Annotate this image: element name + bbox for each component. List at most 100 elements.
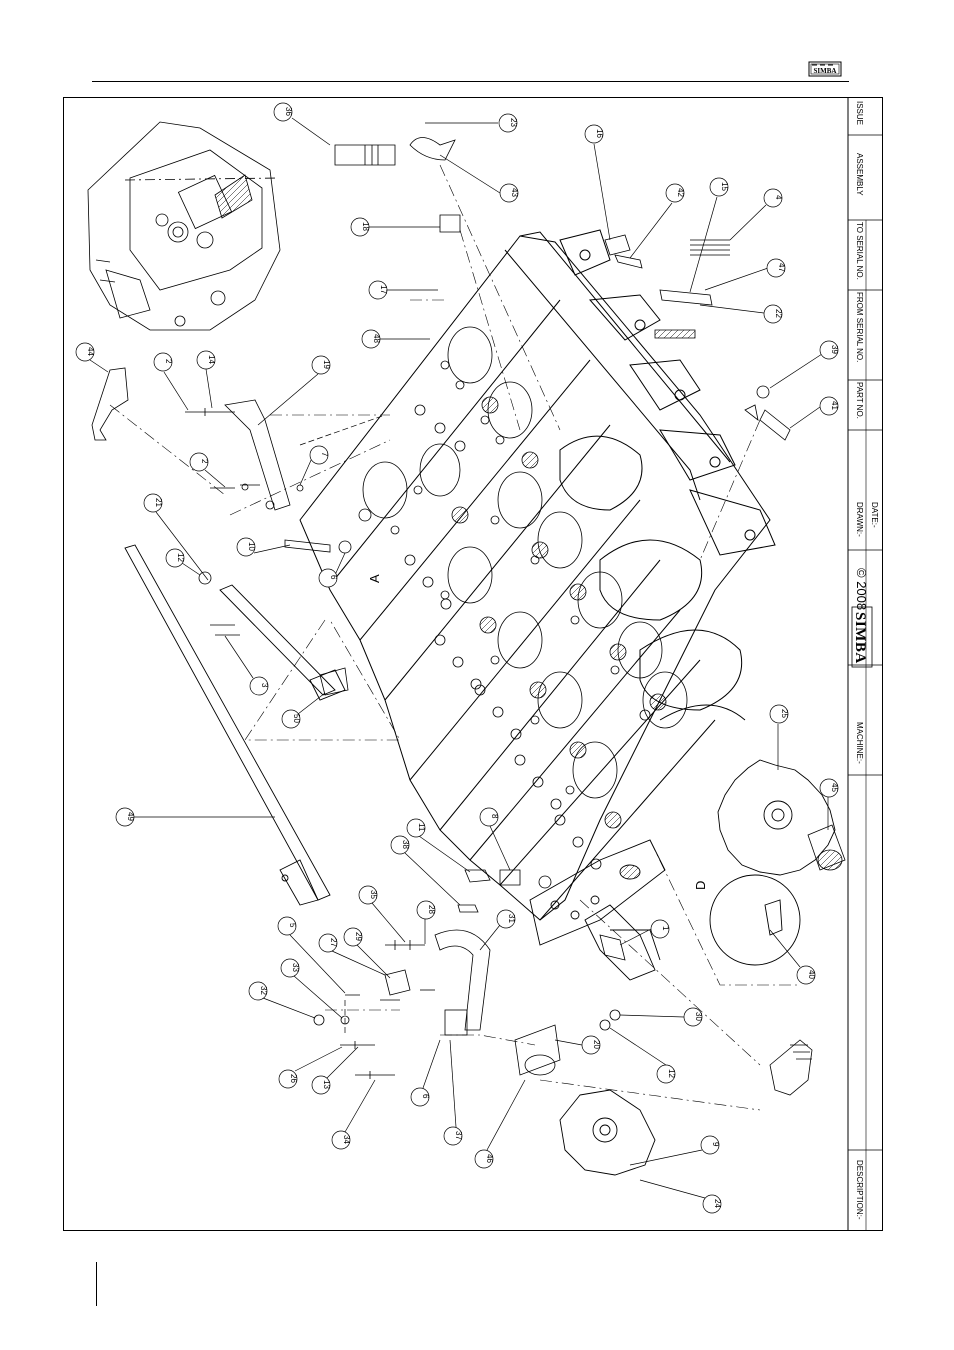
callout-3: 3 <box>225 636 269 695</box>
svg-text:17: 17 <box>379 285 388 294</box>
callout-29: 29 <box>344 928 390 978</box>
svg-text:24: 24 <box>713 1199 722 1208</box>
svg-text:29: 29 <box>354 932 363 941</box>
to-serial-label: TO SERIAL NO. <box>855 222 864 280</box>
callout-36: 36 <box>274 103 330 145</box>
svg-text:30: 30 <box>694 1012 703 1021</box>
svg-text:2: 2 <box>164 359 173 364</box>
callout-balloons: 36 23 43 16 42 15 4 18 47 17 22 48 44 2 … <box>76 103 839 1213</box>
callout-45: 45 <box>820 779 839 830</box>
svg-text:46: 46 <box>485 1154 494 1163</box>
svg-text:19: 19 <box>322 360 331 369</box>
svg-text:27: 27 <box>329 938 338 947</box>
end-plate-assembly <box>530 840 665 980</box>
margin-rule <box>96 1262 97 1306</box>
svg-text:11: 11 <box>417 823 426 832</box>
assembly-label: ASSEMBLY <box>855 153 864 196</box>
callout-15: 15 <box>690 178 729 292</box>
callout-39: 39 <box>770 341 839 388</box>
svg-text:8: 8 <box>490 814 499 819</box>
svg-text:41: 41 <box>830 401 839 410</box>
callout-49: 49 <box>116 808 275 826</box>
callout-43: 43 <box>440 155 519 202</box>
callout-28: 28 <box>417 901 436 944</box>
svg-text:6: 6 <box>421 1094 430 1099</box>
svg-text:6: 6 <box>329 575 338 580</box>
callout-26: 26 <box>279 1047 342 1088</box>
callout-13: 13 <box>312 1047 358 1094</box>
svg-text:12: 12 <box>176 553 185 562</box>
inset-detail-view <box>88 122 280 330</box>
callout-17: 17 <box>369 281 438 299</box>
callout-25: 25 <box>770 705 789 770</box>
svg-text:2: 2 <box>200 459 209 464</box>
callout-9: 9 <box>630 1136 720 1165</box>
svg-text:23: 23 <box>509 118 518 127</box>
svg-text:40: 40 <box>807 970 816 979</box>
svg-text:5: 5 <box>288 923 297 928</box>
callout-18: 18 <box>351 218 440 236</box>
view-boundary-lines <box>300 415 385 1035</box>
part-no-label: PART NO. <box>855 382 864 419</box>
construction-lines <box>110 165 800 1110</box>
callout-20: 20 <box>555 1036 601 1054</box>
svg-text:38: 38 <box>401 840 410 849</box>
callout-23: 23 <box>425 114 518 132</box>
svg-text:28: 28 <box>427 905 436 914</box>
svg-text:1: 1 <box>661 926 670 931</box>
from-serial-label: FROM SERIAL NO. <box>855 292 864 362</box>
callout-37: 37 <box>444 1040 463 1145</box>
callout-42: 42 <box>630 184 685 258</box>
drawn-label: DRAWN:- <box>855 502 864 537</box>
svg-text:36: 36 <box>284 107 293 116</box>
callout-14: 14 <box>197 351 216 408</box>
callout-47: 47 <box>705 259 786 290</box>
svg-text:39: 39 <box>830 345 839 354</box>
svg-text:21: 21 <box>154 498 163 507</box>
svg-text:50: 50 <box>292 714 301 723</box>
callout-4: 4 <box>730 189 783 240</box>
title-block-brand: SIMBA <box>852 612 868 664</box>
callout-34: 34 <box>332 1080 375 1149</box>
svg-text:33: 33 <box>291 963 300 972</box>
large-discs <box>560 760 835 1175</box>
callout-5: 5 <box>278 917 345 993</box>
svg-text:43: 43 <box>510 188 519 197</box>
svg-text:3: 3 <box>260 683 269 688</box>
svg-text:4: 4 <box>774 195 783 200</box>
svg-text:15: 15 <box>720 182 729 191</box>
svg-text:9: 9 <box>711 1142 720 1147</box>
issue-label: ISSUE <box>855 101 864 125</box>
date-label: DATE:- <box>870 502 879 528</box>
svg-text:18: 18 <box>361 222 370 231</box>
callout-6b: 6 <box>411 1040 440 1106</box>
svg-text:44: 44 <box>86 347 95 356</box>
svg-text:22: 22 <box>774 309 783 318</box>
callout-22: 22 <box>700 305 783 323</box>
callout-24: 24 <box>640 1180 722 1213</box>
hardware-parts <box>92 138 845 1096</box>
svg-text:31: 31 <box>507 914 516 923</box>
svg-text:47: 47 <box>777 263 786 272</box>
callout-32: 32 <box>249 982 315 1018</box>
callout-6a: 6 <box>319 553 345 587</box>
copyright: © 2008 <box>854 568 869 610</box>
callout-40: 40 <box>770 930 816 984</box>
svg-text:35: 35 <box>369 890 378 899</box>
svg-text:7: 7 <box>320 452 329 457</box>
callout-35: 35 <box>359 886 405 942</box>
svg-text:48: 48 <box>372 334 381 343</box>
callout-12b: 12 <box>610 1028 676 1083</box>
callout-50: 50 <box>282 693 325 728</box>
callout-7: 7 <box>300 446 329 485</box>
callout-44: 44 <box>76 343 108 372</box>
svg-text:14: 14 <box>207 355 216 364</box>
svg-text:37: 37 <box>454 1131 463 1140</box>
svg-text:34: 34 <box>342 1135 351 1144</box>
callout-33: 33 <box>281 959 342 1018</box>
callout-30: 30 <box>620 1008 703 1026</box>
callout-10: 10 <box>237 538 290 556</box>
svg-text:13: 13 <box>322 1080 331 1089</box>
callout-41: 41 <box>790 397 839 428</box>
